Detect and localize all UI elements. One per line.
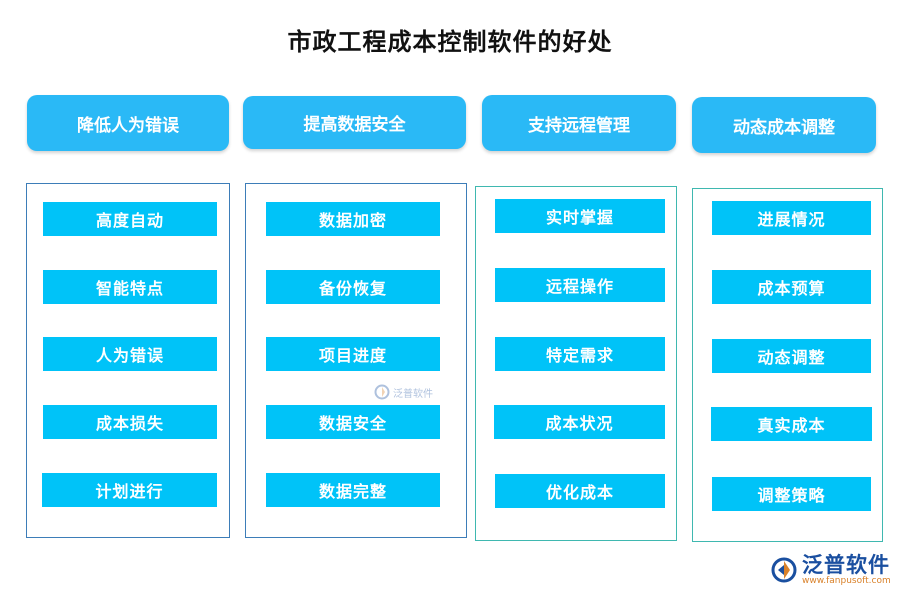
- item-specific-needs: 特定需求: [495, 337, 665, 371]
- item-smart-features: 智能特点: [43, 270, 217, 304]
- fanpu-logo-icon: [374, 384, 390, 400]
- watermark: 泛普软件: [374, 384, 433, 400]
- item-dynamic-adjustment: 动态调整: [712, 339, 871, 373]
- item-data-encryption: 数据加密: [266, 202, 440, 236]
- item-high-automation: 高度自动: [43, 202, 217, 236]
- item-progress-status: 进展情况: [712, 201, 871, 235]
- item-cost-loss: 成本损失: [43, 405, 217, 439]
- item-human-error: 人为错误: [43, 337, 217, 371]
- item-plan-execution: 计划进行: [42, 473, 217, 507]
- item-real-cost: 真实成本: [711, 407, 872, 441]
- header-reduce-human-error: 降低人为错误: [27, 95, 229, 151]
- page-title: 市政工程成本控制软件的好处: [287, 28, 613, 56]
- item-data-integrity: 数据完整: [266, 473, 440, 507]
- item-cost-status: 成本状况: [494, 405, 665, 439]
- item-cost-budget: 成本预算: [712, 270, 871, 304]
- item-data-safety: 数据安全: [266, 405, 440, 439]
- header-dynamic-cost-adjustment: 动态成本调整: [692, 97, 876, 153]
- item-real-time-grasp: 实时掌握: [495, 199, 665, 233]
- item-remote-operation: 远程操作: [495, 268, 665, 302]
- brand-name: 泛普软件: [802, 553, 890, 577]
- fanpu-logo-icon: [771, 557, 797, 583]
- brand-url: www.fanpusoft.com: [802, 576, 891, 586]
- brand-logo: 泛普软件 www.fanpusoft.com: [770, 554, 891, 586]
- header-remote-management: 支持远程管理: [482, 95, 676, 151]
- watermark-text: 泛普软件: [393, 388, 433, 400]
- item-project-progress: 项目进度: [266, 337, 440, 371]
- item-optimize-cost: 优化成本: [495, 474, 665, 508]
- item-adjustment-strategy: 调整策略: [712, 477, 871, 511]
- item-backup-recovery: 备份恢复: [266, 270, 440, 304]
- header-improve-data-security: 提高数据安全: [243, 96, 466, 149]
